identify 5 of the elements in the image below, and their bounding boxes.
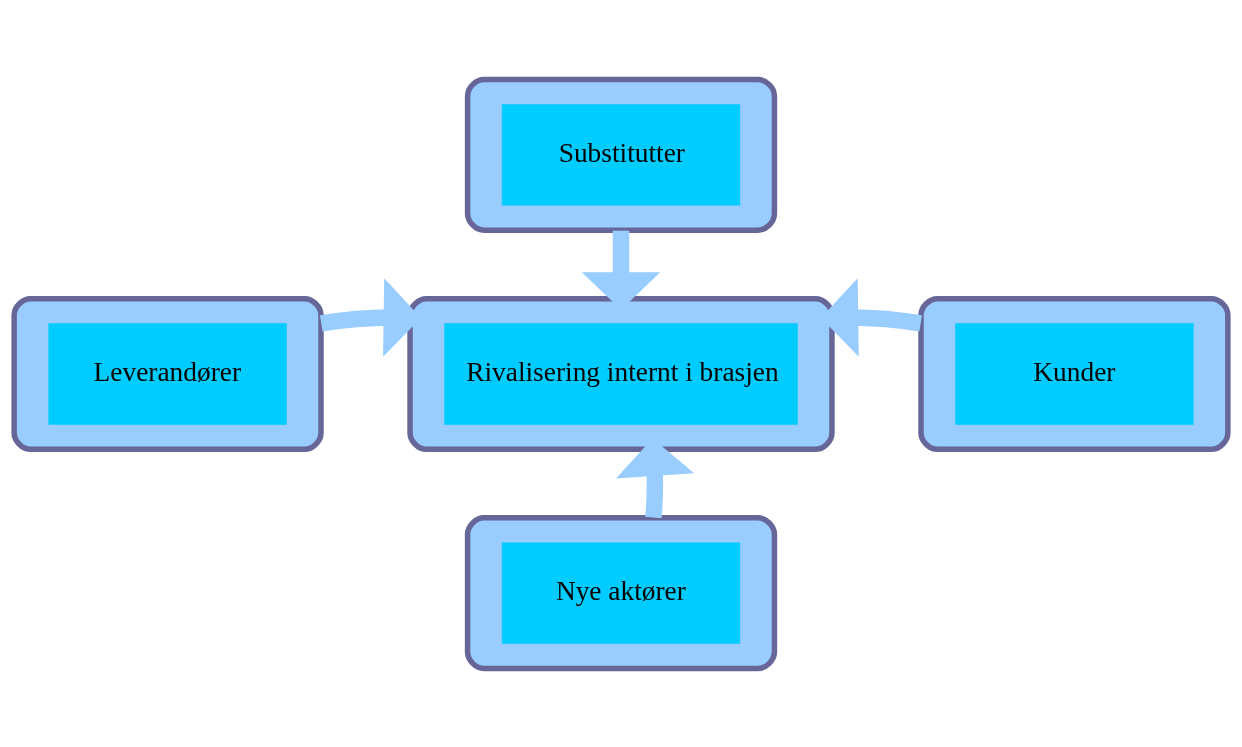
node-box: Substitutter [464, 76, 778, 233]
node-box: Nye aktører [464, 514, 778, 671]
node-box: Leverandører [11, 295, 324, 452]
node-box: Rivalisering internt i brasjen [407, 295, 835, 452]
node-box: Kunder [918, 295, 1231, 452]
